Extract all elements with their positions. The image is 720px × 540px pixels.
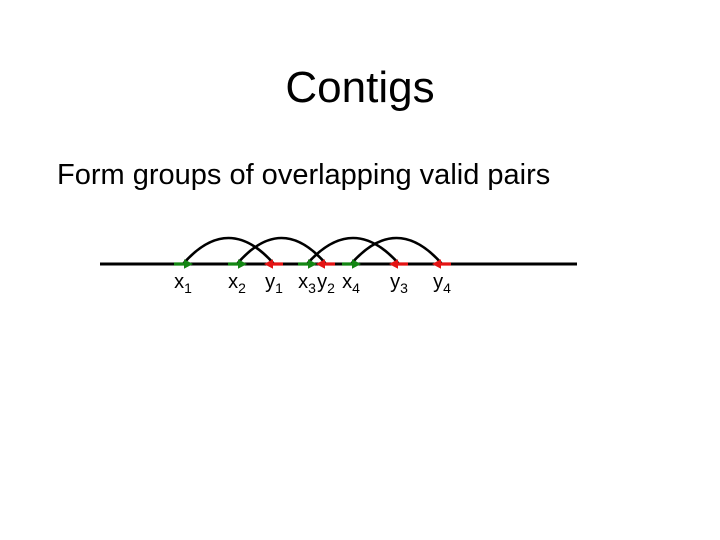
marker-label-subscript-x1: 1 xyxy=(184,280,192,296)
marker-arrow-y3 xyxy=(389,259,408,269)
marker-label-subscript-y4: 4 xyxy=(443,280,451,296)
marker-label-x2: x2 xyxy=(228,271,246,296)
marker-arrow-x1 xyxy=(174,259,193,269)
marker-label-x1: x1 xyxy=(174,271,192,296)
marker-arrow-y4 xyxy=(432,259,451,269)
slide-subtitle: Form groups of overlapping valid pairs xyxy=(57,159,551,191)
marker-label-subscript-y1: 1 xyxy=(275,280,283,296)
pair-arc-x2-y2 xyxy=(236,236,327,265)
slide-title: Contigs xyxy=(285,63,435,112)
marker-label-x3: x3 xyxy=(298,271,316,296)
marker-arrow-x3 xyxy=(298,259,317,269)
marker-label-y2: y2 xyxy=(317,271,335,296)
marker-label-y1: y1 xyxy=(265,271,283,296)
pair-arc-x1-y1 xyxy=(182,236,275,265)
marker-label-subscript-y2: 2 xyxy=(327,280,335,296)
marker-label-x4: x4 xyxy=(342,271,360,296)
marker-arrow-y2 xyxy=(316,259,335,269)
marker-label-subscript-y3: 3 xyxy=(400,280,408,296)
marker-arrow-x2 xyxy=(228,259,247,269)
marker-label-y3: y3 xyxy=(390,271,408,296)
marker-label-subscript-x3: 3 xyxy=(308,280,316,296)
pair-arc-x3-y3 xyxy=(306,236,400,265)
marker-arrow-y1 xyxy=(264,259,283,269)
pair-arc-x4-y4 xyxy=(350,236,443,265)
marker-arrow-x4 xyxy=(342,259,361,269)
marker-label-subscript-x2: 2 xyxy=(238,280,246,296)
marker-label-subscript-x4: 4 xyxy=(352,280,360,296)
marker-label-y4: y4 xyxy=(433,271,451,296)
